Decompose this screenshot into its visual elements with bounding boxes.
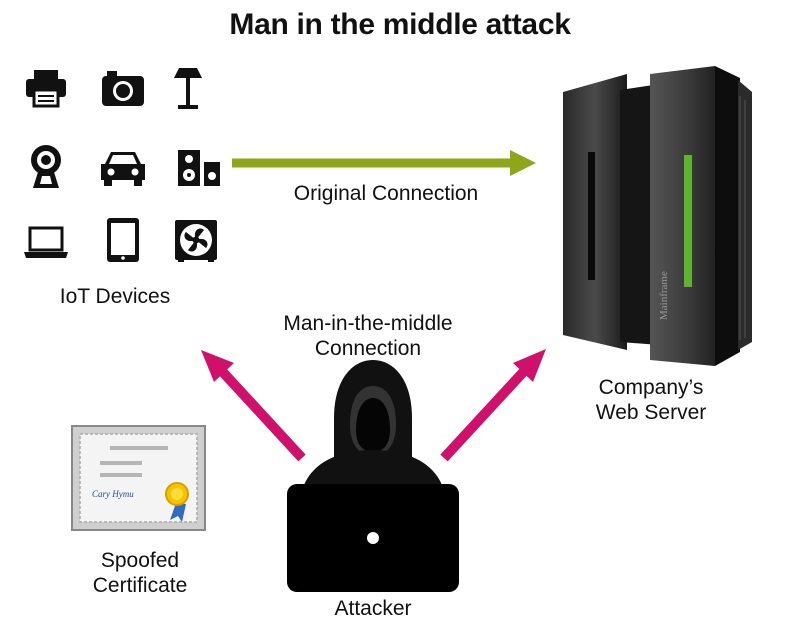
certificate-signature: Cary Hymu <box>92 489 134 499</box>
certificate-label: Spoofed Certificate <box>60 548 220 598</box>
tablet-icon <box>99 216 147 264</box>
mitm-arrow-left <box>201 350 306 462</box>
attacker-label: Attacker <box>334 597 412 620</box>
mitm-label-line2: Connection <box>314 337 422 360</box>
lamp-icon <box>164 64 212 112</box>
printer-icon <box>22 64 70 112</box>
laptop-logo <box>367 532 379 544</box>
certificate-label-line2: Certificate <box>92 574 188 597</box>
car-icon <box>99 142 147 190</box>
server-label-line2: Web Server <box>595 401 707 424</box>
server-label: Company’s Web Server <box>566 375 736 425</box>
original-connection-label: Original Connection <box>293 182 479 205</box>
mitm-label-line1: Man-in-the-middle <box>283 312 453 335</box>
iot-devices-label: IoT Devices <box>59 285 171 308</box>
speaker-icon <box>176 142 224 190</box>
server-front-panel <box>650 66 715 366</box>
mitm-arrow-right <box>440 349 546 462</box>
server-brand-text: Mainframe <box>658 271 670 320</box>
laptop-icon <box>22 218 70 266</box>
fan-icon <box>172 216 220 264</box>
camera-icon <box>99 64 147 112</box>
original-connection-arrow <box>232 150 536 176</box>
webcam-icon <box>22 142 70 190</box>
certificate-label-line1: Spoofed <box>100 549 180 572</box>
certificate-seal-icon <box>165 482 189 522</box>
server-label-line1: Company’s <box>598 376 704 399</box>
mitm-connection-label: Man-in-the-middle Connection <box>248 311 488 361</box>
server-status-led <box>684 155 692 287</box>
diagram-title: Man in the middle attack <box>229 8 571 41</box>
